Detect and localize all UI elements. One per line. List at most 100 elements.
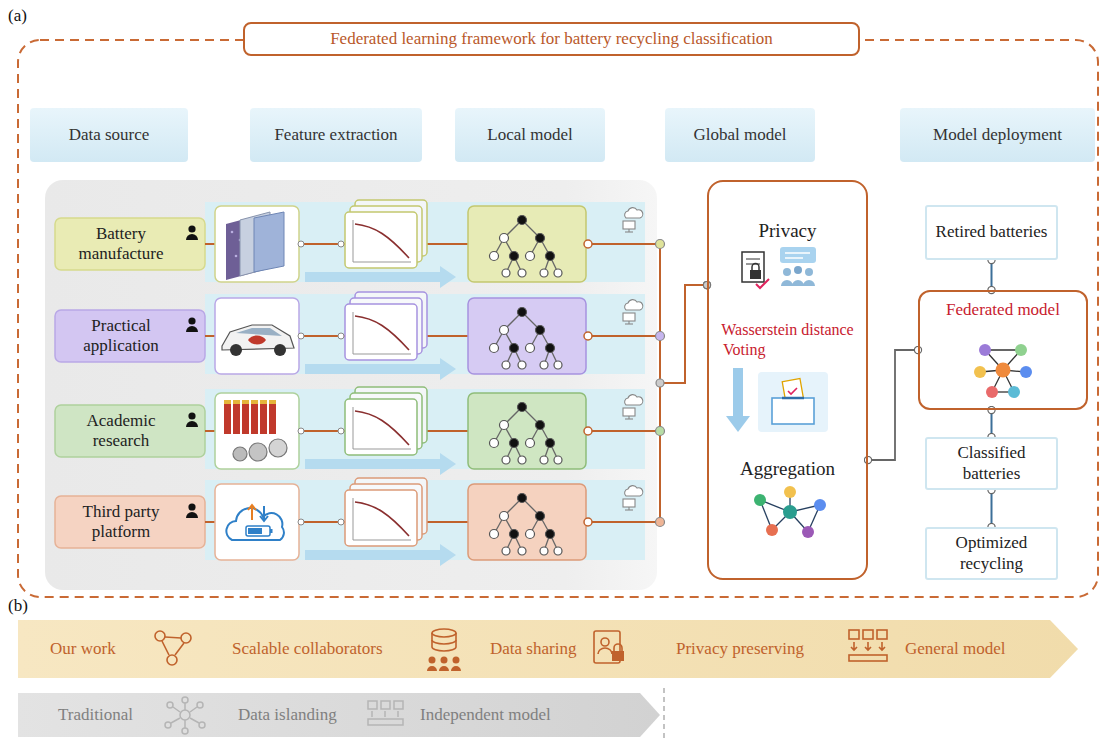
people-chat-icon <box>781 280 815 286</box>
decision-tree-icon <box>490 216 563 556</box>
cell-and-coin-picture <box>269 400 276 404</box>
node-text: Scalable collaborators <box>232 639 383 659</box>
arrow-band <box>18 620 1078 678</box>
cell-and-coin-picture <box>260 404 267 434</box>
data-island-icon <box>180 710 190 720</box>
people-chat-icon <box>794 266 802 274</box>
flow-arrow <box>305 358 456 380</box>
battery-cell-picture <box>215 206 299 282</box>
row-dot <box>584 240 592 248</box>
node-text: Classified batteries <box>935 443 1048 484</box>
federated-network-icon <box>980 350 1026 392</box>
aggregation-network-icon <box>754 494 766 506</box>
source-box-fill <box>55 218 205 270</box>
independent-model-icon <box>368 719 403 725</box>
cloud-computer-icon <box>623 486 643 510</box>
federated-network-icon <box>974 366 986 378</box>
data-sharing-icon <box>427 666 461 671</box>
federated-model-box: Federated model <box>918 290 1088 410</box>
cloud-battery-picture <box>248 505 256 520</box>
data-sharing-icon <box>441 657 448 664</box>
node-text: Practical application <box>63 316 179 357</box>
flow-arrow <box>305 544 456 566</box>
node-text: Optimized recycling <box>935 533 1048 574</box>
people-chat-icon <box>780 247 816 263</box>
ballot-box-icon <box>782 397 804 400</box>
federated-network-icon <box>996 363 1011 378</box>
data-sharing-icon <box>427 629 461 671</box>
data-island-icon <box>165 697 205 734</box>
collaborator-icon <box>162 641 169 655</box>
deployment-box: Optimized recycling <box>925 527 1058 580</box>
collaborator-icon <box>165 637 181 638</box>
aggregation-network-icon <box>783 505 797 519</box>
car-picture <box>248 336 266 345</box>
cell-and-coin-picture <box>251 400 258 404</box>
general-model-icon <box>849 630 887 661</box>
small-link-dot <box>298 333 304 339</box>
collaborator-icon <box>181 633 191 643</box>
row-dot <box>584 427 592 435</box>
row-dot <box>656 518 665 527</box>
cell-and-coin-picture <box>260 400 267 404</box>
node-text: General model <box>905 639 1006 659</box>
down-arrow <box>726 368 750 432</box>
privacy-icon <box>598 648 612 654</box>
people-chat-icon <box>783 268 791 276</box>
car-picture <box>215 298 299 374</box>
small-link-dot <box>338 241 344 247</box>
row-dot <box>656 332 665 341</box>
connector <box>205 285 707 383</box>
node-text: Our work <box>50 639 116 659</box>
privacy-document-icon <box>746 259 760 260</box>
battery-cell-picture <box>235 255 238 258</box>
node-text: Battery manufacture <box>63 224 179 265</box>
data-sharing-icon <box>432 633 456 651</box>
column-header: Local model <box>455 108 605 162</box>
source-box-fill <box>55 218 205 548</box>
small-link-dot <box>298 519 304 525</box>
independent-model-icon <box>394 701 403 709</box>
aggregation-network-icon <box>766 524 778 536</box>
row-dot <box>584 240 665 527</box>
source-box-fill <box>55 496 205 548</box>
cell-and-coin-picture <box>224 400 231 404</box>
connector <box>991 260 993 290</box>
node-text: Academic research <box>63 411 179 452</box>
data-island-icon <box>197 702 203 708</box>
aggregation-network-icon <box>814 499 826 511</box>
row-dot <box>656 240 665 249</box>
data-sharing-icon <box>432 629 456 637</box>
aggregation-network-icon <box>784 486 796 498</box>
cell-and-coin-picture <box>242 404 249 434</box>
federated-network-icon <box>974 344 1032 398</box>
general-model-icon <box>849 630 859 639</box>
data-sharing-icon <box>432 640 456 644</box>
dashed-divider <box>664 688 665 742</box>
independent-model-icon <box>372 711 398 717</box>
cell-and-coin-picture <box>215 393 299 469</box>
privacy-icon <box>614 644 622 651</box>
ballot-box-icon <box>758 372 828 432</box>
node-text: Model deployment <box>933 125 1062 145</box>
cloud-computer-icon <box>623 300 643 324</box>
arrow-band: Our workScalable collaboratorsData shari… <box>18 620 1078 678</box>
federated-network-icon <box>986 386 998 398</box>
cloud-battery-picture <box>215 484 299 560</box>
battery-cell-picture <box>231 231 234 234</box>
ballot-box-icon <box>758 372 828 432</box>
data-island-icon <box>171 703 199 728</box>
connector <box>868 350 918 460</box>
node-text: Wasserstein distance <box>709 320 866 339</box>
cloud-computer-icon <box>623 208 643 232</box>
panel-label: (a) <box>8 6 27 26</box>
data-island-icon <box>182 728 188 734</box>
battery-cell-picture <box>254 212 284 272</box>
small-link-dot <box>298 428 304 434</box>
people-chat-icon <box>805 268 813 276</box>
local-model-box <box>468 206 586 282</box>
row-dot <box>584 332 592 340</box>
dashed-divider <box>663 688 665 742</box>
